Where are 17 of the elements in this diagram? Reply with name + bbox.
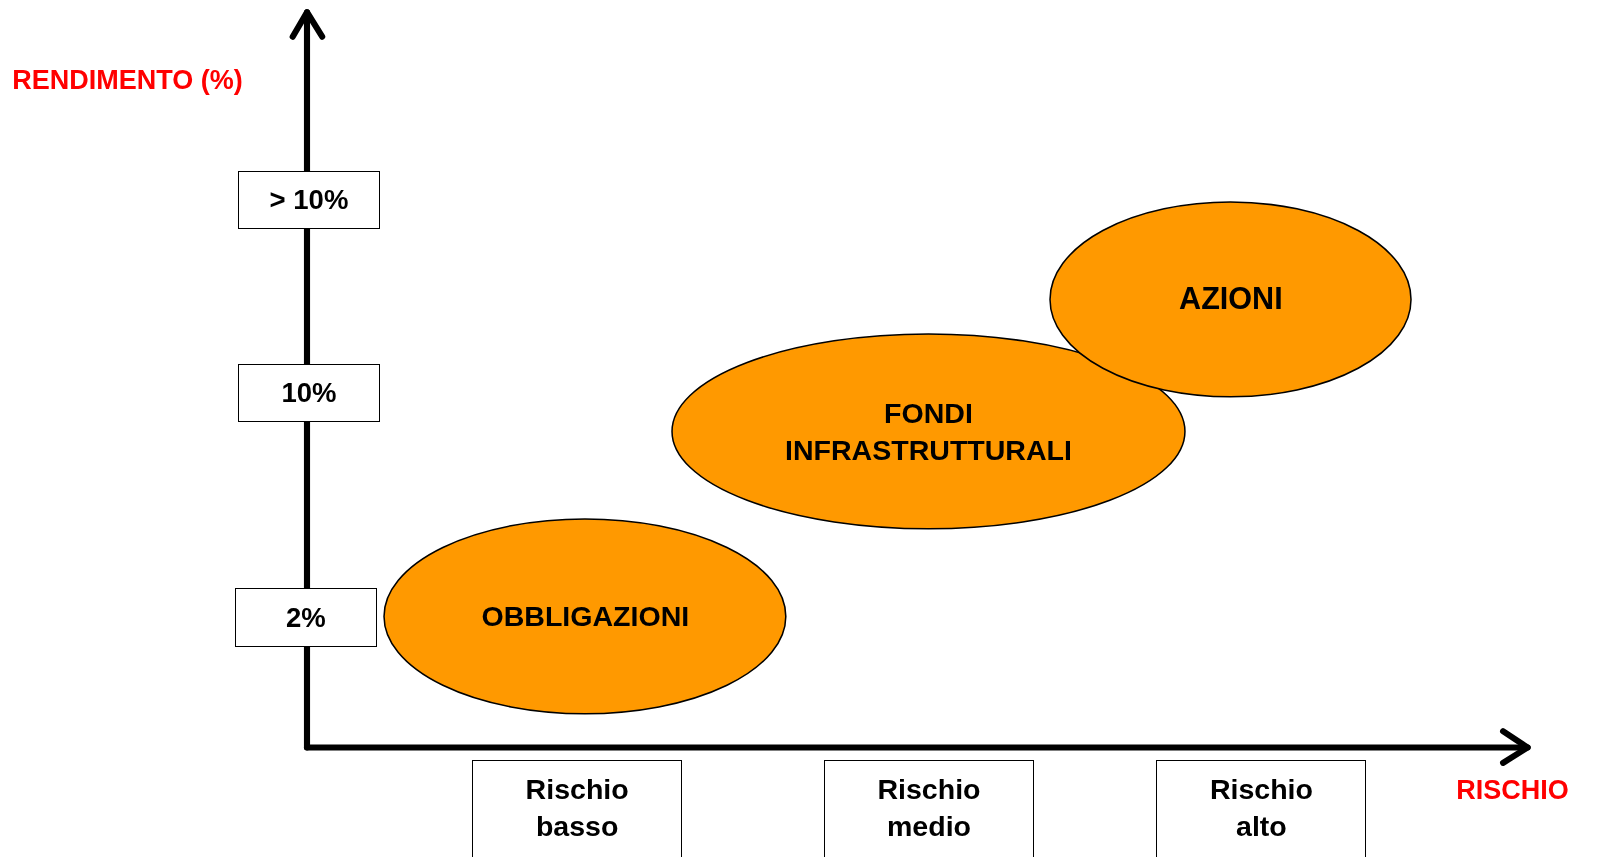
risk-label: Rischio alto: [1208, 771, 1314, 844]
axis-title: RISCHIO: [1456, 775, 1569, 806]
category-label: FONDI INFRASTRUTTURALI: [783, 395, 1073, 468]
axis-title: RENDIMENTO (%): [12, 65, 243, 97]
risk-box: [1156, 759, 1367, 857]
value-label: 2%: [286, 600, 326, 635]
risk-label: Rischio basso: [524, 771, 630, 844]
risk-box: [472, 759, 683, 857]
value-box: [237, 364, 381, 423]
category-label: AZIONI: [1179, 280, 1283, 318]
value-box: [237, 171, 381, 230]
value-label: > 10%: [269, 183, 349, 218]
category-label: OBBLIGAZIONI: [481, 598, 690, 634]
value-label: 10%: [281, 376, 337, 411]
value-box: [234, 588, 378, 647]
risk-label: Rischio medio: [876, 771, 982, 844]
risk-box: [823, 759, 1035, 857]
